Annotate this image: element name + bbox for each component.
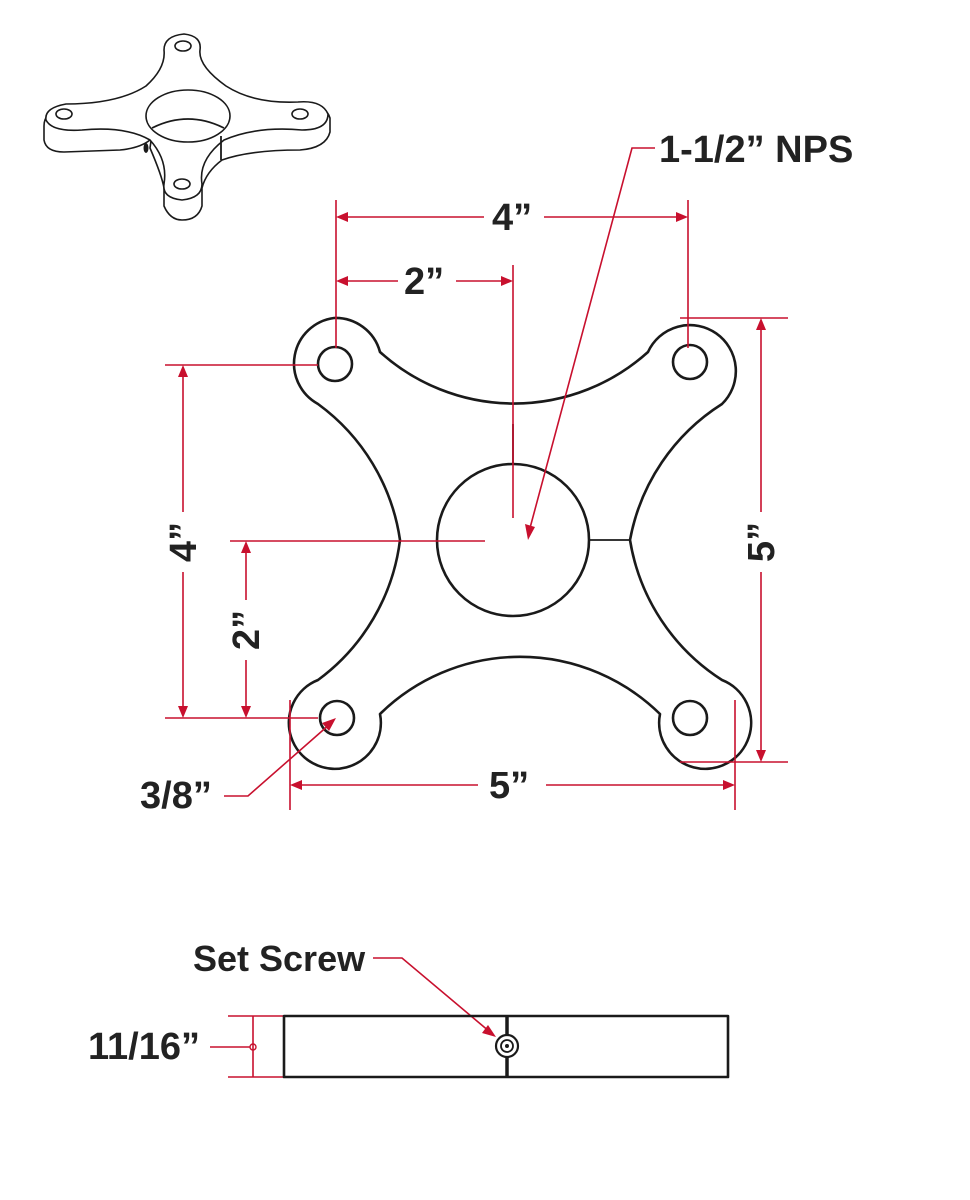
top-half-label: 2” (404, 261, 444, 303)
top-width-label: 4” (492, 197, 532, 239)
mounting-hole-top-right (671, 343, 709, 381)
plate-side-view (282, 1014, 730, 1079)
set-screw-label: Set Screw (193, 938, 366, 979)
dimensions (165, 147, 788, 1078)
hole-diameter-label: 3/8” (140, 775, 212, 817)
mounting-hole-bottom-left (318, 699, 356, 737)
left-half-label: 2” (226, 610, 268, 650)
isometric-thumbnail (43, 33, 331, 221)
bottom-width-label: 5” (489, 765, 529, 807)
left-height-label: 4” (163, 522, 205, 562)
thickness-label: 11/16” (88, 1026, 200, 1068)
mounting-hole-top-left (316, 345, 354, 383)
mounting-hole-bottom-right (671, 699, 709, 737)
right-height-label: 5” (741, 522, 783, 562)
nps-label: 1-1/2” NPS (659, 129, 853, 171)
plate-top-view (287, 316, 753, 771)
